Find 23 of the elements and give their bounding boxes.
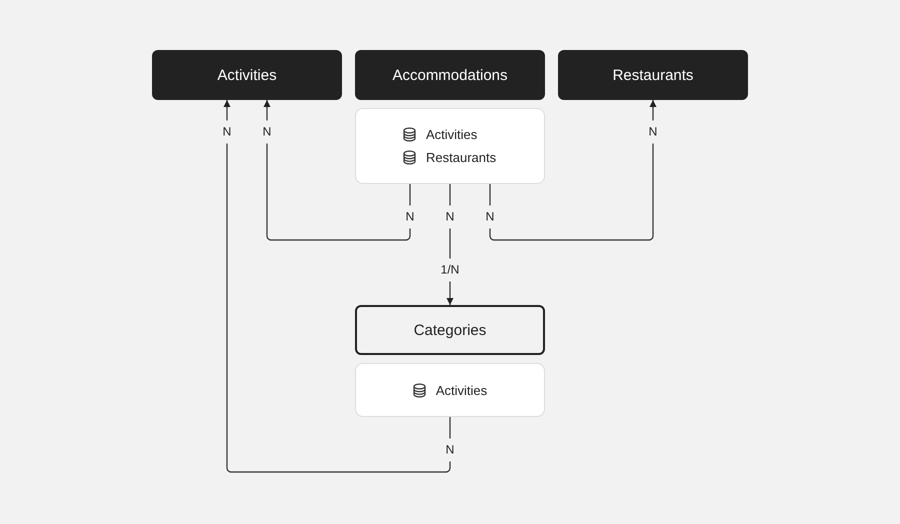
field-name: Restaurants bbox=[426, 150, 496, 165]
field-name: Activities bbox=[436, 382, 488, 398]
cardinality-label: N bbox=[444, 438, 456, 462]
field-name: Activities bbox=[426, 127, 478, 142]
edge-label: 1/N bbox=[440, 258, 460, 282]
entity-name: Restaurants bbox=[612, 66, 694, 84]
entity-box bbox=[355, 50, 545, 100]
entity-box bbox=[558, 50, 748, 100]
cardinality-label: N bbox=[484, 206, 496, 228]
entity-name: Accommodations bbox=[392, 66, 508, 84]
connector-arrow bbox=[446, 184, 454, 305]
cardinality-label: N bbox=[444, 206, 456, 228]
connector-arrow bbox=[489, 100, 656, 241]
edge-label: N bbox=[262, 120, 272, 144]
field-list-panel bbox=[355, 108, 545, 184]
entity-name: Categories bbox=[414, 322, 486, 338]
cardinality-label: N bbox=[404, 206, 416, 228]
edge-label: N bbox=[648, 120, 658, 144]
entity-box bbox=[355, 305, 545, 355]
connector-arrow bbox=[264, 100, 411, 241]
entity-name: Activities bbox=[217, 66, 277, 84]
field-list-panel bbox=[355, 363, 545, 417]
entity-box bbox=[152, 50, 342, 100]
